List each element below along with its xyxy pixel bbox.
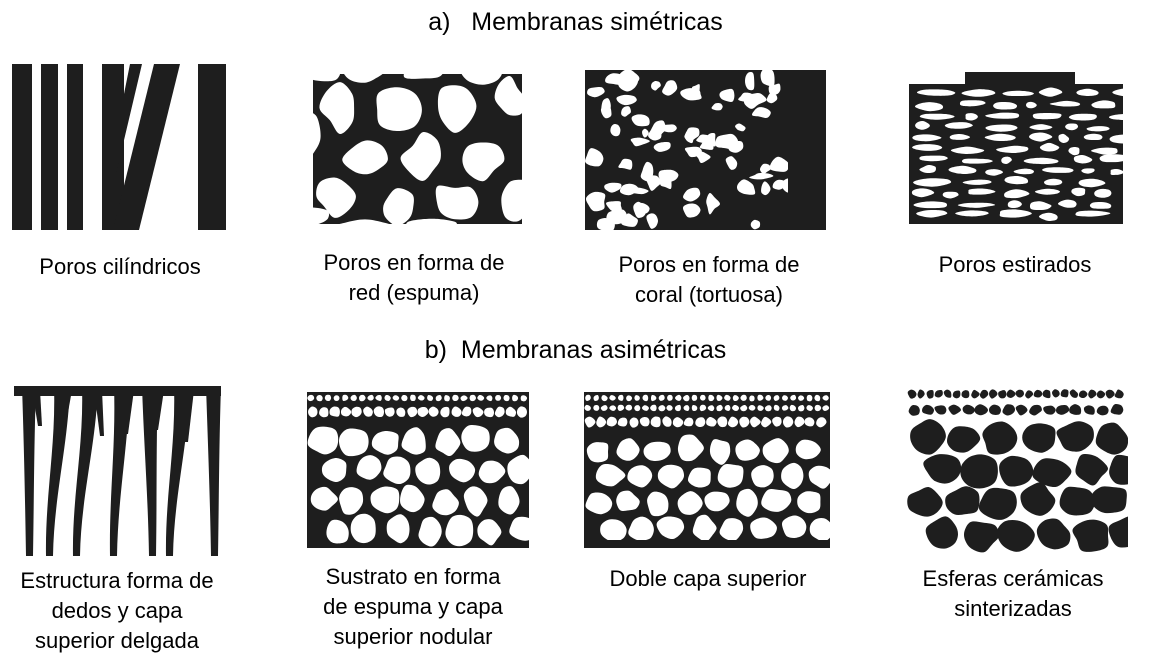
cylindrical-pores-icon (12, 64, 226, 230)
texture-shape (1091, 486, 1127, 513)
caption-line: Doble capa superior (578, 564, 838, 594)
stretched-pores-icon (905, 70, 1127, 228)
texture-shape (807, 395, 813, 401)
texture-shape (67, 64, 83, 230)
texture-shape (718, 464, 744, 488)
texture-shape (495, 395, 501, 401)
finger-structure-icon (14, 386, 221, 556)
texture-shape (305, 68, 341, 81)
panel-coral-pores (583, 66, 826, 232)
texture-shape (587, 442, 608, 462)
caption-foam-substrate: Sustrato en forma de espuma y capa super… (283, 562, 543, 652)
texture-shape (410, 395, 416, 401)
double-top-layer-icon (582, 390, 832, 550)
texture-shape (1069, 114, 1097, 121)
caption-line: superior delgada (0, 626, 247, 656)
panel-finger-structure (14, 386, 221, 556)
caption-line: Poros cilíndricos (0, 252, 250, 282)
texture-shape (376, 87, 421, 131)
coral-pores-icon (583, 66, 826, 232)
texture-shape (461, 425, 489, 452)
sintered-spheres-icon (906, 386, 1128, 554)
caption-line: superior nodular (283, 622, 543, 652)
texture-shape (662, 124, 677, 132)
texture-shape (1060, 487, 1096, 516)
texture-shape (41, 64, 58, 230)
caption-line: dedos y capa (0, 596, 247, 626)
caption-stretched-pores: Poros estirados (885, 250, 1145, 280)
panel-cylindrical-pores (12, 64, 226, 230)
caption-line: sinterizadas (883, 594, 1143, 624)
texture-shape (22, 386, 36, 556)
texture-shape (351, 514, 376, 543)
caption-cylindrical-pores: Poros cilíndricos (0, 252, 250, 282)
texture-shape (12, 64, 32, 230)
texture-shape (647, 492, 668, 516)
texture-shape (334, 395, 340, 401)
texture-shape (1033, 113, 1062, 119)
foam-substrate-icon (303, 390, 533, 550)
texture-shape (305, 207, 329, 227)
texture-shape (206, 386, 221, 556)
panel-foam-substrate (303, 390, 533, 550)
texture-shape (584, 540, 830, 548)
texture-shape (749, 395, 754, 401)
network-pores-icon (305, 68, 530, 228)
texture-shape (593, 405, 599, 411)
panel-sintered-spheres (906, 386, 1128, 554)
caption-line: Estructura forma de (0, 566, 247, 596)
texture-shape (751, 465, 774, 487)
caption-sintered-spheres: Esferas cerámicas sinterizadas (883, 564, 1143, 624)
caption-finger-structure: Estructura forma de dedos y capa superio… (0, 566, 247, 656)
caption-coral-pores: Poros en forma de coral (tortuosa) (579, 250, 839, 310)
panel-network-pores (305, 68, 530, 228)
texture-shape (692, 395, 698, 401)
texture-shape (667, 395, 673, 401)
caption-network-pores: Poros en forma de red (espuma) (284, 248, 544, 308)
texture-shape (1100, 154, 1127, 162)
caption-line: de espuma y capa (283, 592, 543, 622)
caption-line: Sustrato en forma (283, 562, 543, 592)
caption-line: red (espuma) (284, 278, 544, 308)
section-title-asymmetric: b) Membranas asimétricas (0, 336, 1151, 365)
caption-line: coral (tortuosa) (579, 280, 839, 310)
texture-shape (788, 70, 826, 230)
texture-shape (316, 395, 322, 401)
texture-shape (73, 386, 98, 556)
texture-shape (965, 72, 1075, 86)
texture-shape (339, 429, 369, 457)
panel-double-top-layer (582, 390, 832, 550)
caption-line: Poros estirados (885, 250, 1145, 280)
panel-stretched-pores (905, 70, 1127, 228)
texture-shape (198, 64, 226, 230)
caption-double-top-layer: Doble capa superior (578, 564, 838, 594)
caption-line: Esferas cerámicas (883, 564, 1143, 594)
caption-line: Poros en forma de (284, 248, 544, 278)
caption-line: Poros en forma de (579, 250, 839, 280)
section-title-symmetric: a) Membranas simétricas (0, 8, 1151, 37)
